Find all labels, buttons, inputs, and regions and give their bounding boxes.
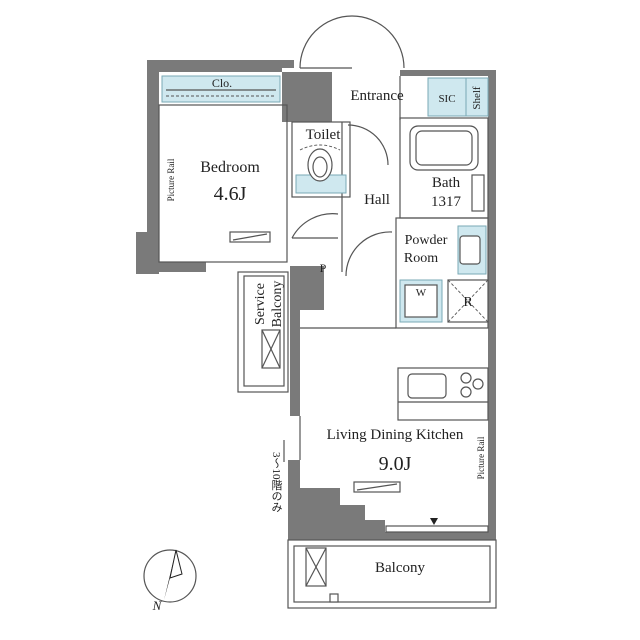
stove-burner-2 xyxy=(472,378,484,390)
stove-burner-3 xyxy=(460,386,472,398)
closet: Clo. xyxy=(161,75,281,103)
powder-room: Powder Room W R xyxy=(399,225,489,323)
entrance-label: Entrance xyxy=(350,88,404,104)
powder-door-swing xyxy=(345,231,393,277)
toilet-room: Toilet xyxy=(295,127,347,194)
partitions xyxy=(158,76,489,460)
toilet-fixture xyxy=(307,148,333,182)
hall-label: Hall xyxy=(364,192,390,208)
bedroom: Bedroom 4.6J Picture Rail xyxy=(166,158,339,243)
bedroom-name: Bedroom xyxy=(200,159,260,176)
compass-north-label: N xyxy=(152,598,163,613)
fridge-space xyxy=(447,279,489,323)
compass: N xyxy=(143,549,197,613)
service-balcony-line2: Balcony xyxy=(270,281,285,328)
kitchen-counter xyxy=(397,367,489,421)
entrance-door xyxy=(299,15,405,69)
living-dining-kitchen: Living Dining Kitchen 9.0J Picture Rail xyxy=(327,427,489,533)
toilet-label: Toilet xyxy=(306,127,342,143)
bedroom-size: 4.6J xyxy=(214,183,247,205)
washbasin xyxy=(459,235,481,265)
closet-label: Clo. xyxy=(212,76,232,90)
service-balcony: Service Balcony xyxy=(237,271,289,393)
stove-burner-1 xyxy=(460,372,472,384)
fridge-label: R xyxy=(463,295,473,310)
balcony-label: Balcony xyxy=(375,560,425,576)
service-balcony-line1: Service xyxy=(253,283,268,325)
balcony: Balcony xyxy=(287,539,497,609)
bath-room: Bath 1317 xyxy=(409,125,485,212)
ldk-size: 9.0J xyxy=(379,453,412,475)
bathtub xyxy=(409,125,479,171)
floors-note: 3～10階のみ xyxy=(270,440,285,513)
floors-note-text: 3～10階のみ xyxy=(270,452,283,513)
bath-name: Bath xyxy=(432,175,461,191)
powder-line2: Room xyxy=(404,251,438,266)
main-entry-marker xyxy=(430,518,438,525)
ldk-picture-rail: Picture Rail xyxy=(476,436,486,479)
ldk-name: Living Dining Kitchen xyxy=(327,427,464,443)
sic-storage: SIC Shelf xyxy=(427,77,489,117)
bedroom-picture-rail: Picture Rail xyxy=(166,158,176,201)
sic-label: SIC xyxy=(438,93,455,105)
washer-label: W xyxy=(416,287,427,299)
walls xyxy=(136,60,496,540)
hall-door-swing xyxy=(347,124,389,166)
kitchen-sink xyxy=(407,373,447,399)
bath-size: 1317 xyxy=(431,194,462,210)
powder-line1: Powder xyxy=(405,233,448,248)
pipe-space-label: P xyxy=(320,261,327,275)
shelf-label: Shelf xyxy=(471,86,483,110)
